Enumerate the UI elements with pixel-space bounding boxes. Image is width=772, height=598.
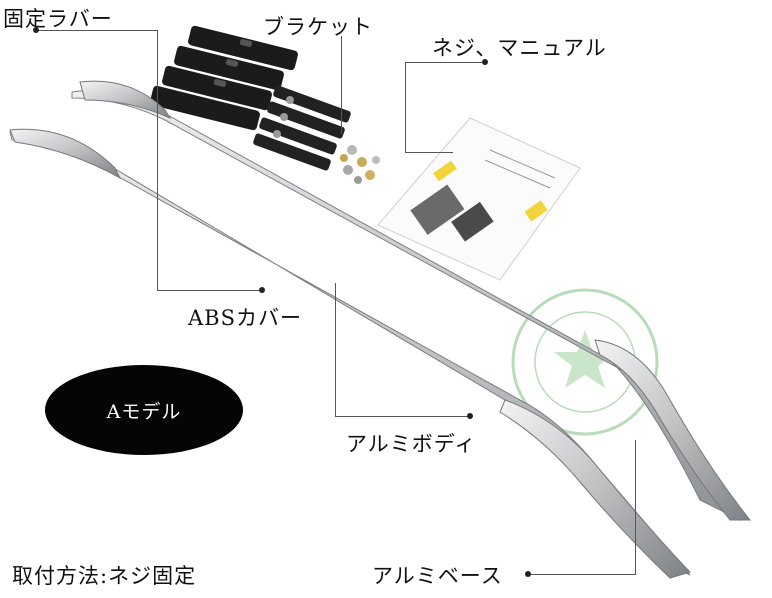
callout-line-screws-v — [405, 62, 406, 152]
label-fixing-rubber: 固定ラバー — [3, 7, 113, 31]
callout-dot-body — [467, 413, 473, 419]
label-bracket: ブラケット — [263, 15, 373, 39]
roof-rail-rear — [71, 80, 752, 522]
callout-line-bracket — [341, 36, 342, 134]
brackets — [253, 85, 351, 171]
callout-line-screws-h — [405, 62, 485, 63]
callout-dot-base — [525, 571, 531, 577]
callout-dot-rubber — [33, 27, 39, 33]
callout-line-base-h — [528, 574, 636, 575]
callout-line-rubber-v — [157, 30, 158, 290]
callout-line-base-v — [635, 440, 636, 574]
label-aluminum-base: アルミベース — [372, 564, 503, 588]
label-aluminum-body: アルミボディ — [346, 432, 477, 456]
fixing-rubber-pads — [150, 25, 298, 131]
callout-line-manual-h — [405, 152, 453, 153]
callout-line-body-v — [335, 283, 336, 416]
callout-line-body-h — [335, 416, 470, 417]
callout-line-rubber-h — [35, 30, 157, 31]
instruction-manual — [377, 117, 581, 281]
screws — [340, 145, 380, 184]
callout-line-abs-h — [157, 290, 262, 291]
callout-dot-abs — [259, 287, 265, 293]
label-abs-cover: ABSカバー — [188, 306, 302, 330]
install-method-text: 取付方法:ネジ固定 — [12, 564, 197, 588]
label-screws-manual: ネジ、マニュアル — [432, 36, 607, 60]
model-badge-label: Aモデル — [106, 400, 182, 423]
roof-rail-front — [9, 128, 691, 579]
callout-dot-screws — [482, 59, 488, 65]
model-badge: Aモデル — [45, 365, 243, 455]
